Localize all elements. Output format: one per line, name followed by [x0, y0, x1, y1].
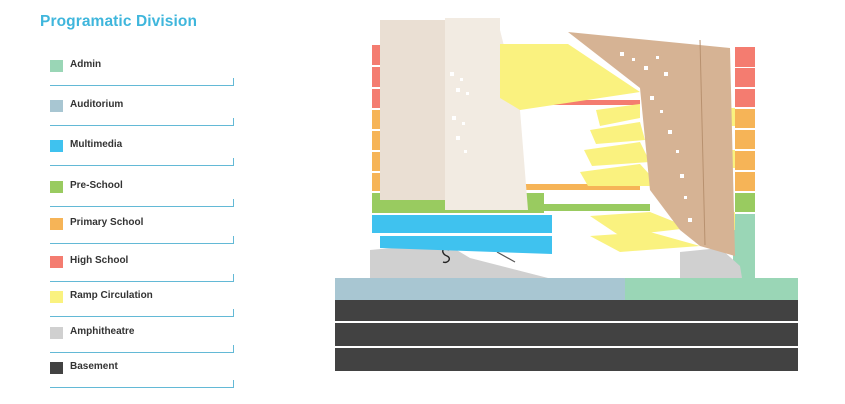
legend-divider: [50, 281, 234, 282]
ramp-fan-4: [580, 164, 660, 186]
high-school-right-3: [735, 89, 755, 107]
ramp-fan-2: [590, 122, 645, 144]
legend-item-auditorium: Auditorium: [50, 99, 234, 126]
legend-divider: [50, 387, 234, 388]
beige-volume-left: [380, 20, 450, 200]
primary-school-swatch: [50, 218, 63, 230]
primary-school-right-3: [735, 151, 755, 170]
amphitheatre-swatch: [50, 327, 63, 339]
amphitheatre-right: [680, 248, 742, 278]
legend-label-multimedia: Multimedia: [70, 139, 123, 150]
legend-divider: [50, 85, 234, 86]
admin-ground-block: [625, 278, 798, 300]
legend-label-pre-school: Pre-School: [70, 180, 123, 191]
primary-school-right-2: [735, 130, 755, 149]
basement-level-2: [335, 323, 798, 346]
legend-divider: [50, 352, 234, 353]
legend-label-ramp-circulation: Ramp Circulation: [70, 290, 153, 301]
page-title: Programatic Division: [40, 13, 198, 30]
ramp-fan-top: [500, 44, 640, 110]
legend-label-admin: Admin: [70, 59, 102, 70]
legend-item-admin: Admin: [50, 59, 234, 86]
admin-swatch: [50, 60, 63, 72]
pre-school-bridge: [540, 204, 650, 211]
legend-item-amphitheatre: Amphitheatre: [50, 326, 234, 353]
legend-divider-tick: [233, 274, 234, 282]
legend-item-basement: Basement: [50, 361, 234, 388]
multimedia-swatch: [50, 140, 63, 152]
ramp-fan-5: [590, 212, 690, 236]
legend-label-basement: Basement: [70, 361, 118, 372]
multimedia-floor-2: [380, 236, 552, 254]
legend-label-auditorium: Auditorium: [70, 99, 124, 110]
pre-school-swatch: [50, 181, 63, 193]
high-school-right-1: [735, 47, 755, 67]
ramp-fan-6: [590, 232, 700, 252]
primary-school-right-4: [735, 172, 755, 191]
legend-divider-tick: [233, 158, 234, 166]
legend-label-amphitheatre: Amphitheatre: [70, 326, 135, 337]
legend-divider: [50, 316, 234, 317]
legend-divider-tick: [233, 345, 234, 353]
ramp-circulation-swatch: [50, 291, 63, 303]
legend-divider-tick: [233, 199, 234, 207]
primary-school-bridge: [440, 184, 640, 190]
window-pattern: [450, 52, 692, 222]
brown-volume-edge: [699, 39, 706, 246]
legend-divider-tick: [233, 78, 234, 86]
legend-item-primary-school: Primary School: [50, 217, 234, 244]
legend-divider: [50, 243, 234, 244]
auditorium-swatch: [50, 100, 63, 112]
basement-swatch: [50, 362, 63, 374]
legend-divider: [50, 125, 234, 126]
primary-school-right-1: [735, 109, 755, 128]
legend-divider: [50, 165, 234, 166]
legend-divider-tick: [233, 118, 234, 126]
legend-item-pre-school: Pre-School: [50, 180, 234, 207]
legend-divider-tick: [233, 309, 234, 317]
legend-item-ramp-circulation: Ramp Circulation: [50, 290, 234, 317]
legend-label-primary-school: Primary School: [70, 217, 144, 228]
legend-divider: [50, 206, 234, 207]
admin-column: [733, 214, 755, 278]
tilted-brown-volume: [568, 32, 735, 256]
basement-level-1: [335, 299, 798, 321]
amphitheatre-left: [370, 243, 548, 278]
ramp-fan-3: [584, 142, 650, 166]
basement-level-3: [335, 348, 798, 371]
ramp-edge: [496, 251, 516, 263]
legend-divider-tick: [233, 380, 234, 388]
ramp-fan-1: [596, 104, 640, 126]
pre-school-right: [735, 193, 755, 212]
multimedia-floor-1: [372, 215, 552, 233]
legend-item-multimedia: Multimedia: [50, 139, 234, 166]
legend-divider-tick: [233, 236, 234, 244]
legend-item-high-school: High School: [50, 255, 234, 282]
auditorium-block: [335, 278, 625, 300]
high-school-right-2: [735, 68, 755, 87]
high-school-swatch: [50, 256, 63, 268]
legend-label-high-school: High School: [70, 255, 129, 266]
